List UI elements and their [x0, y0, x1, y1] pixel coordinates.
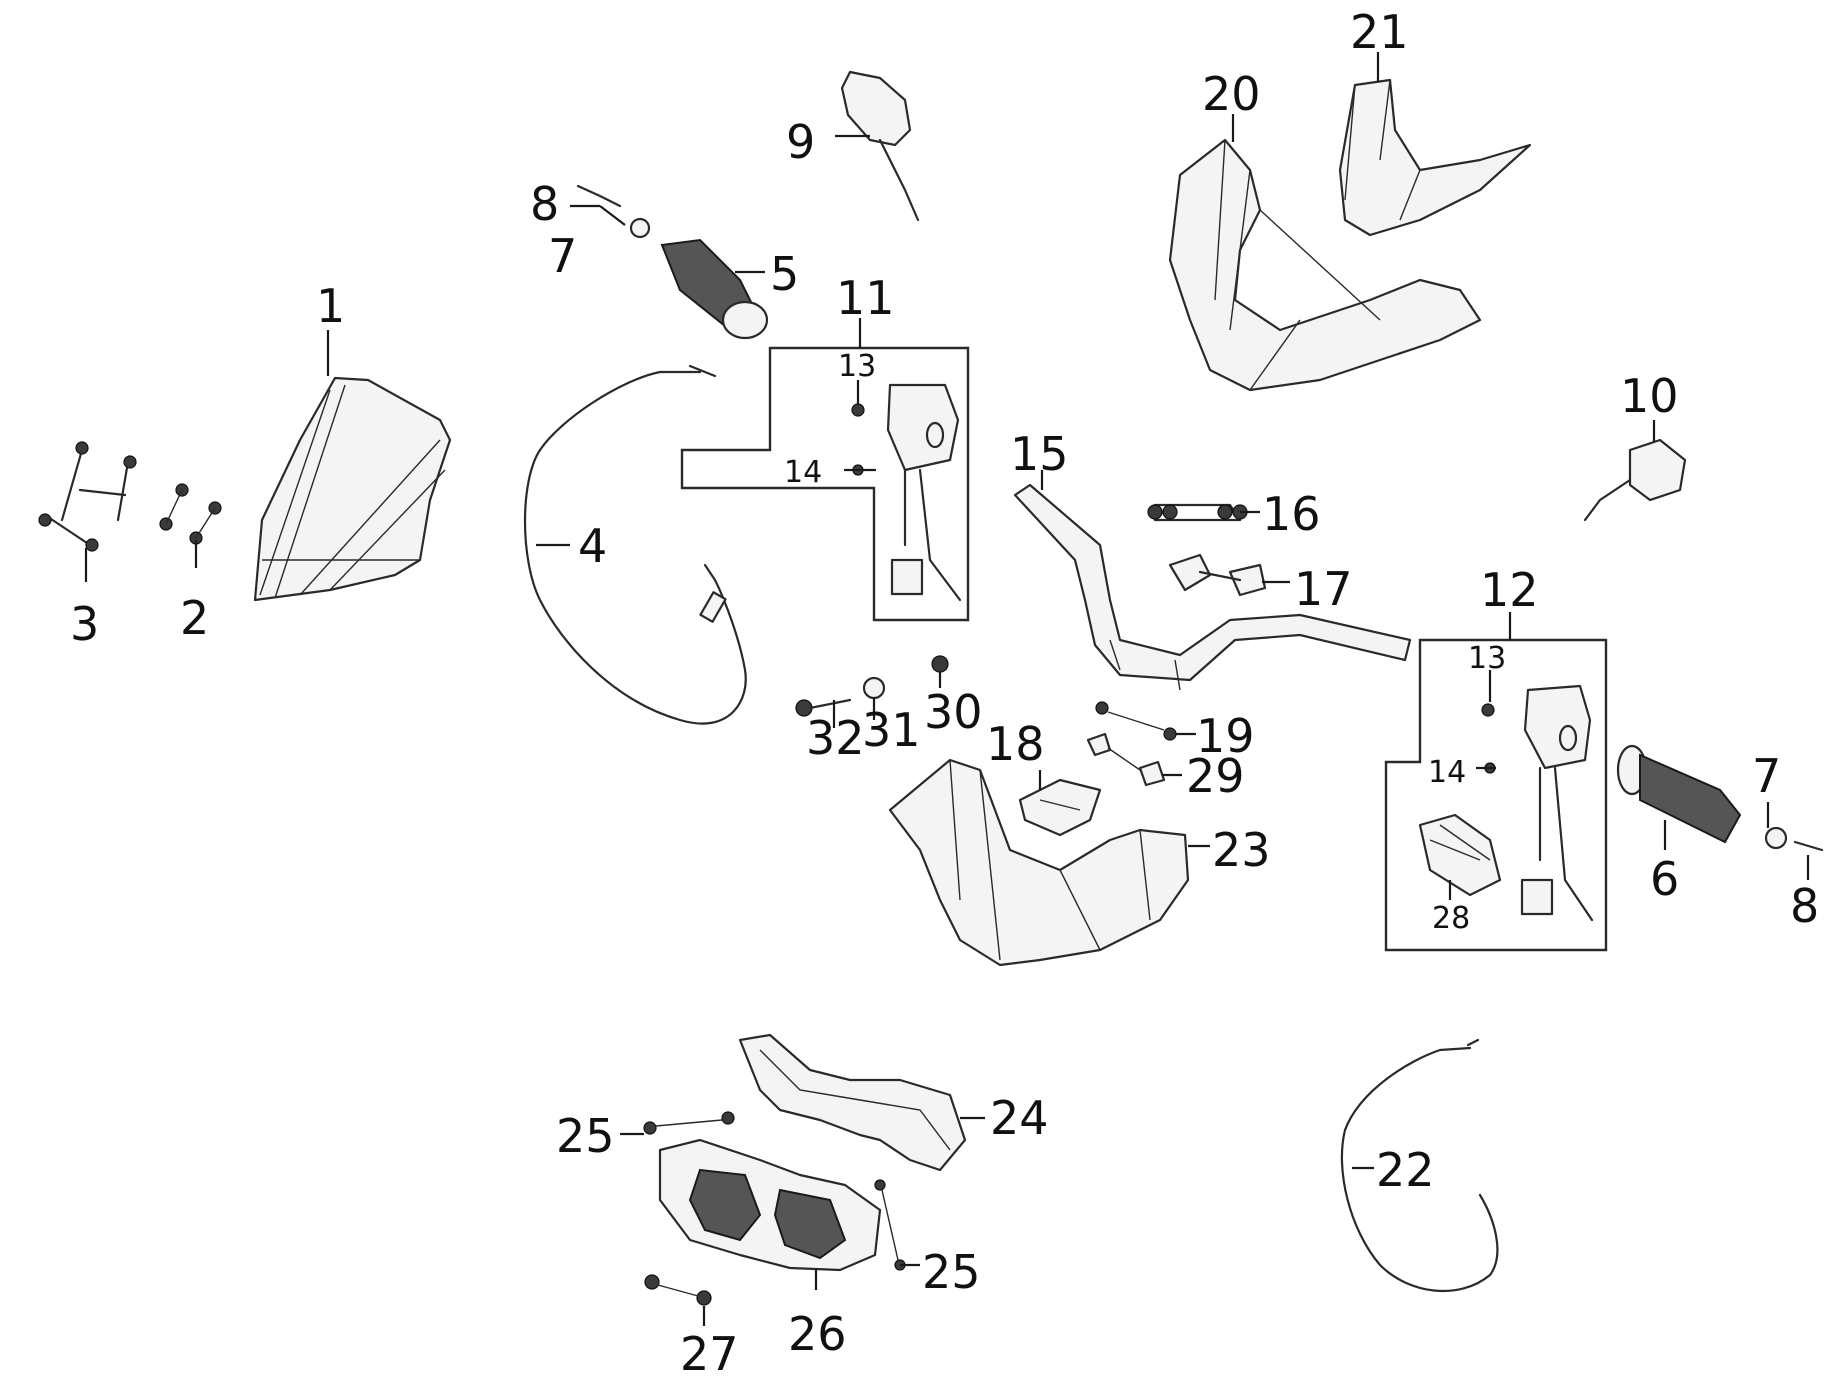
callout-11: 11: [836, 271, 895, 325]
screws-19-29-part: [1086, 701, 1196, 787]
left-mirror-part: [835, 70, 920, 222]
callout-17: 17: [1294, 562, 1353, 616]
callout-14a: 14: [784, 455, 822, 490]
dash-bracket-part: [1018, 770, 1102, 837]
callout-31: 31: [862, 703, 921, 757]
callout-3: 3: [70, 597, 99, 651]
throttle-cable-part: [523, 364, 747, 725]
callout-12: 12: [1480, 563, 1539, 617]
callout-9: 9: [786, 115, 815, 169]
handlebar-holder-part: [1168, 553, 1290, 597]
left-grip-part: [660, 238, 769, 340]
meter-screws-part: [620, 1111, 920, 1271]
left-switch-housing-part: [844, 380, 962, 602]
small-fasteners-part: [795, 655, 949, 728]
front-upper-cover-part: [1168, 114, 1482, 392]
callout-21: 21: [1350, 5, 1409, 59]
frame-11: [680, 346, 970, 622]
bracket-part: [38, 441, 137, 582]
callout-25a: 25: [556, 1109, 615, 1163]
bolt-set-part: [159, 483, 222, 568]
callout-7a: 7: [548, 229, 577, 283]
callout-1: 1: [316, 279, 345, 333]
callout-4: 4: [578, 519, 607, 573]
callout-30: 30: [924, 685, 983, 739]
grommet-part: [644, 1274, 712, 1326]
handlebar-part: [1013, 470, 1412, 691]
right-switch-housing-part: [1476, 670, 1594, 922]
brake-cable-part: [1340, 1038, 1499, 1293]
starter-switch-part: [1418, 813, 1502, 900]
meter-assembly-part: [658, 1138, 882, 1290]
callout-18: 18: [986, 717, 1045, 771]
callout-24: 24: [990, 1091, 1049, 1145]
inner-panel-part: [1338, 52, 1532, 237]
callout-8b: 8: [1790, 879, 1819, 933]
lower-cover-part: [888, 758, 1210, 967]
callout-10: 10: [1620, 369, 1679, 423]
callout-28: 28: [1432, 901, 1470, 936]
callout-19: 19: [1196, 709, 1255, 763]
grip-end-weight-part: [570, 184, 651, 239]
callout-16: 16: [1262, 487, 1321, 541]
callout-20: 20: [1202, 67, 1261, 121]
callout-6: 6: [1650, 852, 1679, 906]
meter-cover-part: [738, 1033, 985, 1172]
callout-2: 2: [180, 591, 209, 645]
clamp-bolts-part: [1147, 503, 1260, 522]
callout-5: 5: [770, 247, 799, 301]
callout-8a: 8: [530, 177, 559, 231]
callout-23: 23: [1212, 823, 1271, 877]
callout-22: 22: [1376, 1143, 1435, 1197]
callout-13a: 13: [838, 349, 876, 384]
right-grip-part: [1616, 744, 1742, 850]
callout-32: 32: [806, 711, 865, 765]
callout-13b: 13: [1468, 641, 1506, 676]
callout-29: 29: [1186, 749, 1245, 803]
right-grip-end-part: [1764, 802, 1824, 880]
callout-27: 27: [680, 1327, 739, 1381]
frame-12: [1384, 638, 1608, 952]
callout-15: 15: [1010, 427, 1069, 481]
callout-25b: 25: [922, 1245, 981, 1299]
callout-7b: 7: [1752, 749, 1781, 803]
right-mirror-part: [1583, 420, 1687, 522]
windscreen-part: [253, 330, 452, 602]
callout-26: 26: [788, 1307, 847, 1361]
callout-14b: 14: [1428, 755, 1466, 790]
